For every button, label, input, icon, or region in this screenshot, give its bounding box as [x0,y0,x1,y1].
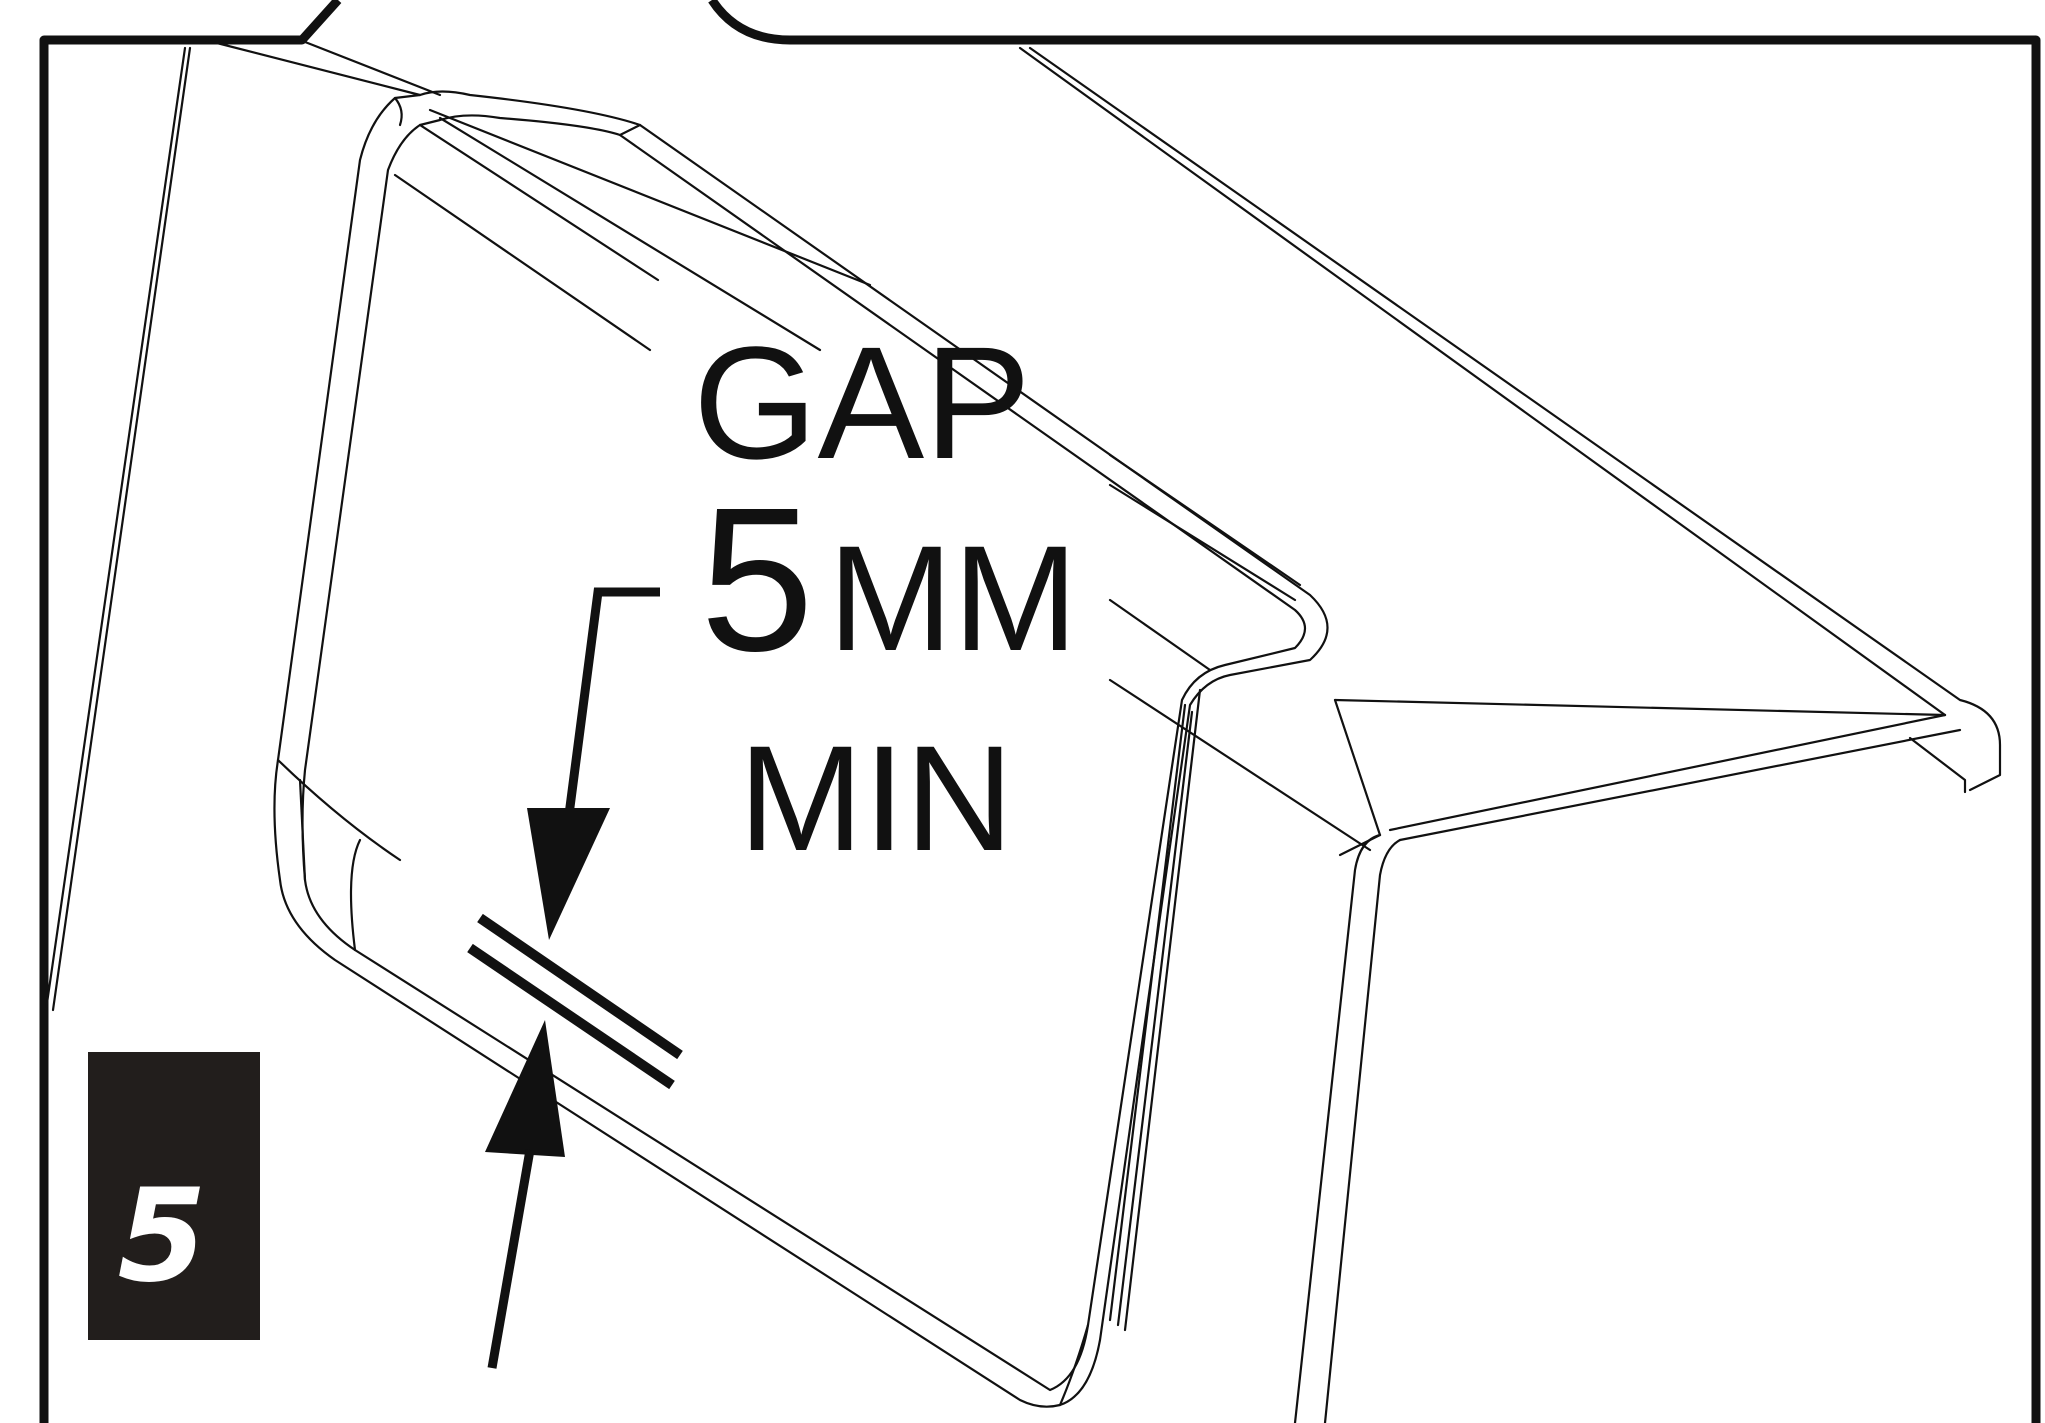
arrow-up-shaft [487,1149,535,1369]
step-badge: 5 [88,1052,260,1340]
upright-panel [1388,713,1947,832]
gap-marker [467,913,683,1090]
leader-line [562,587,660,831]
dimension-arrows [485,587,660,1369]
gap-line-lower [467,943,675,1090]
step-number: 5 [117,1162,206,1311]
callout-value: 5 [700,465,814,694]
arrow-down-head [527,808,610,940]
callout-line-gap: GAP [693,313,1031,492]
top-rail [203,38,422,97]
diagram-frame [39,0,2041,1423]
wall-edge [44,46,187,1012]
callout-unit: MM [828,514,1078,682]
callout-line-min: MIN [739,714,1014,882]
gap-line-upper [477,913,683,1060]
channel-outer [273,90,1329,1408]
arrow-up-head [485,1020,565,1157]
flange-top [1028,46,2002,792]
gap-callout: GAP 5 MM MIN [693,313,1078,882]
bracket-drawing [44,38,2002,1423]
